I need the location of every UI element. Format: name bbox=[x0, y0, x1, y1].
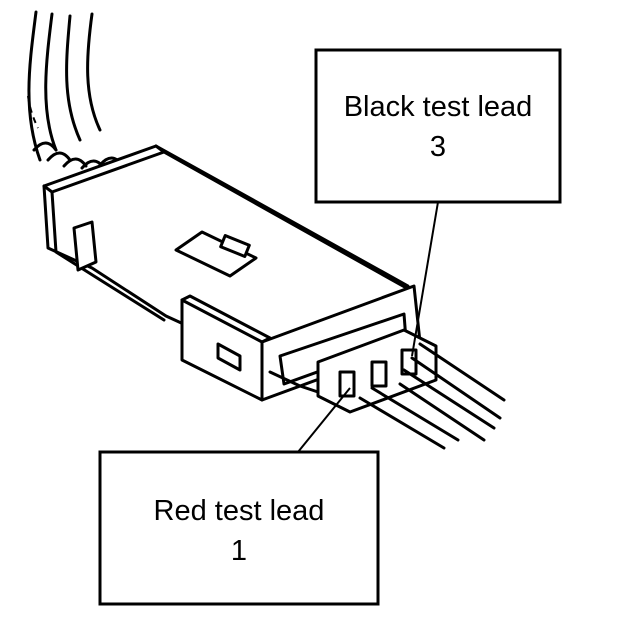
black-lead-box bbox=[314, 48, 562, 204]
black-lead-pin: 3 bbox=[430, 131, 446, 163]
red-lead-box bbox=[98, 450, 380, 606]
red-lead-callout: Red test lead 1 bbox=[98, 450, 380, 606]
black-lead-callout: Black test lead 3 bbox=[314, 48, 562, 204]
red-lead-name: Red test lead bbox=[154, 495, 325, 527]
wire-harness bbox=[27, 10, 124, 170]
red-lead-pin: 1 bbox=[231, 535, 247, 567]
black-lead-name: Black test lead bbox=[344, 91, 533, 123]
exit-wires bbox=[358, 342, 506, 450]
red-lead-leader bbox=[297, 387, 351, 453]
black-lead-leader bbox=[411, 201, 439, 357]
